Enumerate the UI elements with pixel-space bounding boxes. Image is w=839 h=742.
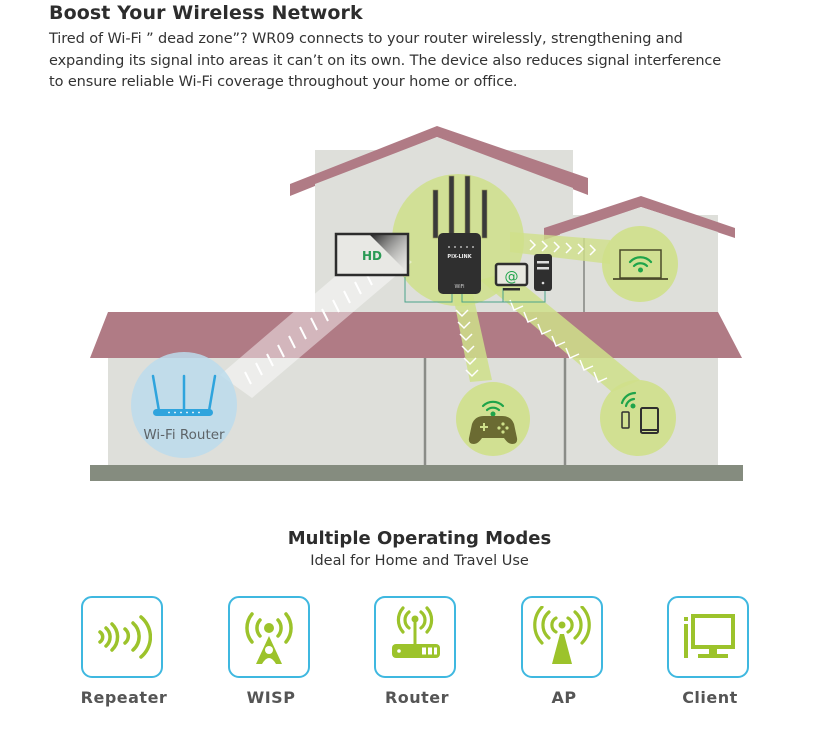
- intro-paragraph: Tired of Wi-Fi ” dead zone”? WR09 connec…: [49, 29, 819, 94]
- lan-cables: [404, 277, 546, 303]
- mode-router: Router: [374, 596, 460, 707]
- wifi-icon: [628, 256, 653, 268]
- mode-label: AP: [551, 688, 577, 707]
- modes-title: Multiple Operating Modes: [287, 528, 552, 549]
- wisp-tower-icon: [245, 612, 293, 664]
- wifi-router: Wi-Fi Router: [131, 352, 237, 458]
- tv-hd-label: HD: [362, 249, 382, 263]
- mode-client: Client: [667, 596, 753, 707]
- mode-icon-box: [521, 596, 603, 678]
- game-controller-client: [456, 382, 530, 456]
- mode-label: Client: [682, 688, 738, 707]
- router-label: Wi-Fi Router: [143, 427, 225, 443]
- mode-label: Router: [384, 688, 450, 707]
- mode-wisp: WISP: [228, 596, 314, 707]
- mode-label: WISP: [246, 688, 296, 707]
- repeater-brand: PIX-LINK: [447, 254, 472, 260]
- intro-line: expanding its signal into areas it can’t…: [49, 52, 722, 69]
- mode-icon-box: [228, 596, 310, 678]
- mode-ap: AP: [521, 596, 607, 707]
- signal-chevrons: [244, 239, 608, 385]
- hd-tv: HD: [334, 232, 410, 277]
- repeater-waves-icon: [98, 615, 152, 659]
- mobile-devices-client: [600, 380, 676, 456]
- access-point-icon: [533, 606, 591, 664]
- desktop-computer: @: [494, 254, 552, 291]
- mode-repeater: Repeater: [81, 596, 167, 707]
- modes-subtitle: Ideal for Home and Travel Use: [310, 553, 529, 569]
- repeater-badge: WiFi: [454, 284, 464, 290]
- computer-at-symbol: @: [505, 269, 519, 285]
- intro-line: to ensure reliable Wi-Fi coverage throug…: [49, 74, 518, 90]
- client-monitor-icon: [684, 614, 735, 658]
- page-title: Boost Your Wireless Network: [49, 2, 363, 24]
- mode-icon-box: [81, 596, 163, 678]
- router-icon: [392, 606, 440, 658]
- wifi-repeater-device: PIX-LINK WiFi: [432, 175, 488, 294]
- mode-icon-box: [667, 596, 749, 678]
- mode-icon-box: [374, 596, 456, 678]
- intro-line: Tired of Wi-Fi ” dead zone”? WR09 connec…: [49, 31, 683, 47]
- mode-label: Repeater: [80, 688, 168, 707]
- laptop-client: [602, 226, 678, 302]
